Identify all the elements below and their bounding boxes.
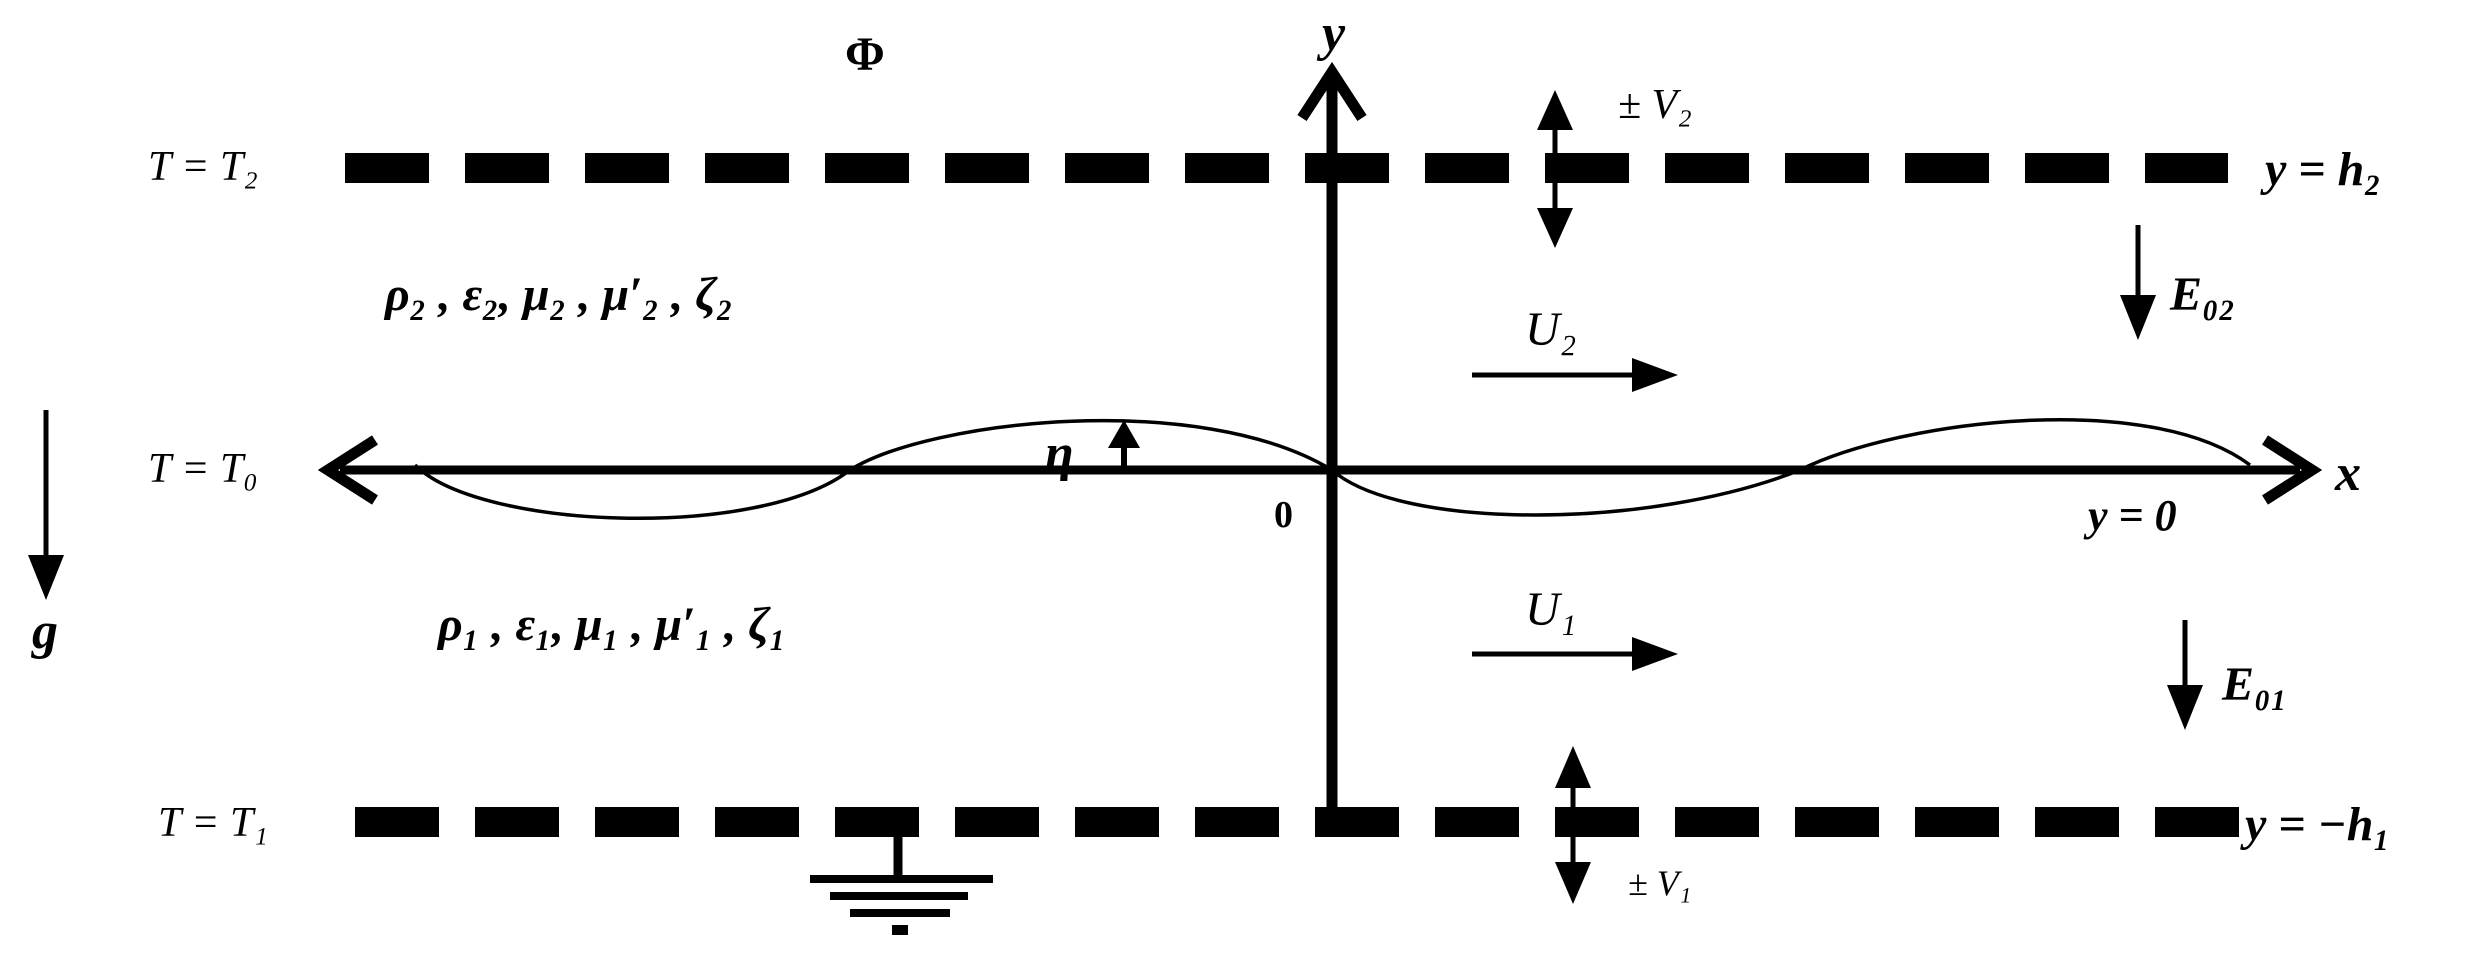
upper-velocity-label: U₂	[1525, 303, 1576, 356]
bottom-boundary-label: y = −h₁	[2240, 798, 2390, 851]
eta-arrow	[1108, 420, 1140, 468]
u2-arrow	[1472, 358, 1678, 392]
y-axis	[1297, 61, 1367, 820]
interface-label: y = 0	[2083, 491, 2177, 540]
y-axis-label: y	[1316, 5, 1346, 62]
phi-label: Φ	[845, 28, 885, 81]
v1-double-arrow	[1555, 746, 1591, 904]
top-temp-label: T = T₂	[148, 144, 258, 190]
x-axis-label: x	[2334, 445, 2361, 502]
eta-label: η	[1045, 425, 1074, 482]
bottom-field-label: E₀₁	[2221, 658, 2287, 711]
lower-fluid-properties: ρ₁ , ε₁, μ₁ , μ′₁ , ζ₁	[436, 598, 786, 651]
e02-arrow	[2120, 225, 2156, 340]
upper-fluid-properties: ρ₂ , ε₂, μ₂ , μ′₂ , ζ₂	[383, 268, 733, 321]
bottom-temp-label: T = T₁	[158, 800, 268, 846]
ground-symbol	[810, 837, 993, 935]
u1-arrow	[1472, 637, 1678, 671]
bottom-voltage-label: ± V₁	[1628, 863, 1691, 903]
lower-velocity-label: U₁	[1525, 583, 1576, 636]
gravity-arrow	[28, 410, 64, 600]
interface-wave	[413, 417, 2252, 521]
x-axis	[317, 435, 2323, 505]
top-field-label: E₀₂	[2169, 268, 2235, 321]
top-boundary-label: y = h₂	[2260, 143, 2381, 196]
origin-label: 0	[1274, 494, 1293, 536]
mid-temp-label: T = T₀	[148, 446, 258, 492]
e01-arrow	[2167, 620, 2203, 730]
gravity-label: g	[31, 603, 58, 660]
v2-double-arrow	[1537, 90, 1573, 248]
top-voltage-label: ± V₂	[1618, 82, 1692, 128]
